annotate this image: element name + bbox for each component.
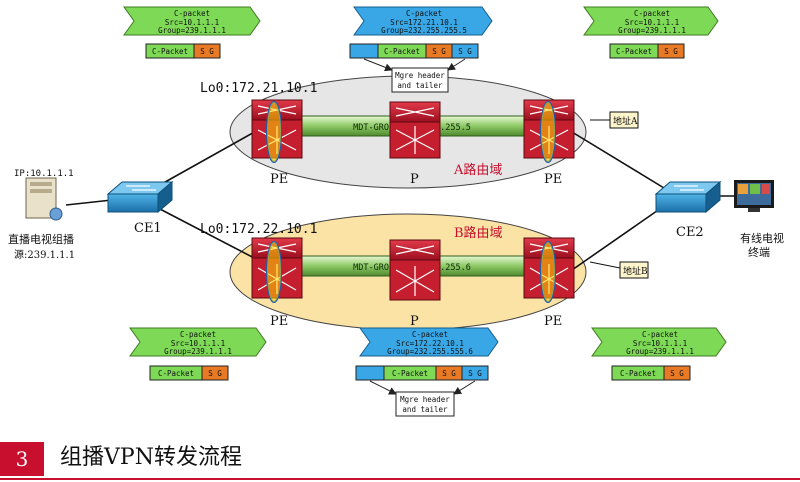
packet-bottom-left-label: C-Packet — [158, 369, 194, 378]
flag-bottom-right-l3: Group=239.1.1.1 — [626, 347, 694, 356]
mgre-top-l2: and tailer — [397, 81, 443, 90]
caption-rule — [0, 478, 800, 480]
router-pe-b-right — [523, 237, 575, 303]
flag-bottom-right-l1: C-packet — [642, 330, 678, 339]
packet-bottom-center: C-Packet S G S G — [355, 365, 489, 381]
addr-a-label: 地址A — [613, 115, 638, 127]
flag-top-left-l1: C-packet — [174, 9, 210, 18]
ce2-label: CE2 — [676, 225, 704, 240]
packet-top-center-sg2: S G — [458, 47, 472, 56]
packet-bottom-right-sg: S G — [670, 369, 684, 378]
flag-top-center-l2: Src=172.21.10.1 — [390, 18, 458, 27]
flag-bottom-left-l3: Group=239.1.1.1 — [164, 347, 232, 356]
packet-top-center-label: C-Packet — [384, 47, 420, 56]
flag-bottom-left-l1: C-packet — [180, 330, 216, 339]
source-ip: IP:10.1.1.1 — [14, 169, 74, 179]
packet-top-left-label: C-Packet — [152, 47, 188, 56]
flag-bottom-left-l2: Src=10.1.1.1 — [171, 339, 225, 348]
packet-bottom-left: C-Packet S G — [149, 365, 229, 381]
packet-bottom-center-sg2: S G — [468, 369, 482, 378]
packet-bottom-left-sg: S G — [208, 369, 222, 378]
flag-top-left: C-packet Src=10.1.1.1 Group=239.1.1.1 — [123, 6, 261, 36]
flag-top-right-l1: C-packet — [634, 9, 670, 18]
router-p-a — [389, 101, 441, 159]
caption-number: 3 — [0, 442, 44, 476]
mgre-note-bottom: Mgre header and tailer — [369, 380, 476, 417]
flag-top-right-l3: Group=239.1.1.1 — [618, 26, 686, 35]
pe-a-left-label: PE — [270, 172, 288, 187]
mgre-top-l1: Mgre header — [395, 71, 445, 80]
flag-top-left-l2: Src=10.1.1.1 — [165, 18, 219, 27]
tv-icon — [734, 180, 774, 212]
receiver-line1: 有线电视 — [740, 231, 784, 245]
flag-bottom-left: C-packet Src=10.1.1.1 Group=239.1.1.1 — [129, 327, 267, 357]
domain-a-label: A路由域 — [453, 162, 502, 178]
mgre-bottom-l1: Mgre header — [400, 395, 450, 404]
packet-bottom-right: C-Packet S G — [611, 365, 691, 381]
switch-ce1 — [106, 180, 174, 214]
packet-top-center: C-Packet S G S G — [349, 43, 479, 59]
packet-top-right-sg: S G — [664, 47, 678, 56]
packet-top-left: C-Packet S G — [145, 43, 221, 59]
flag-bottom-center-l1: C-packet — [412, 330, 448, 339]
flag-bottom-center-l3: Group=232.255.555.6 — [387, 347, 473, 356]
router-pe-a-left — [251, 99, 303, 163]
switch-ce2 — [654, 180, 722, 214]
router-p-b — [389, 239, 441, 301]
pe-b-left-label: PE — [270, 314, 288, 329]
p-b-label: P — [410, 314, 419, 329]
flag-top-right-l2: Src=10.1.1.1 — [625, 18, 679, 27]
mgre-bottom-l2: and tailer — [402, 405, 448, 414]
figure-caption: 3 组播VPN转发流程 — [0, 436, 800, 482]
flag-top-center: C-packet Src=172.21.10.1 Group=232.255.2… — [353, 6, 493, 36]
mgre-note-top: Mgre header and tailer — [363, 58, 466, 93]
caption-text: 组播VPN转发流程 — [60, 445, 242, 470]
pe-a-right-label: PE — [544, 172, 562, 187]
packet-bottom-center-label: C-Packet — [392, 369, 428, 378]
source-label-line1: 直播电视组播 — [8, 232, 74, 246]
packet-top-center-sg1: S G — [432, 47, 446, 56]
addr-a-callout: 地址A — [590, 111, 639, 129]
flag-bottom-center-l2: Src=172.22.10.1 — [396, 339, 464, 348]
source-label-line2: 源:239.1.1.1 — [14, 248, 75, 261]
addr-b-callout: 地址B — [589, 261, 649, 279]
packet-top-left-sg: S G — [200, 47, 214, 56]
packet-bottom-right-label: C-Packet — [620, 369, 656, 378]
pe-b-right-label: PE — [544, 314, 562, 329]
ce1-label: CE1 — [134, 221, 162, 236]
flag-top-right: C-packet Src=10.1.1.1 Group=239.1.1.1 — [583, 6, 719, 36]
server-icon — [25, 177, 63, 221]
router-pe-b-left — [251, 237, 303, 303]
lo0-b-label: Lo0:172.22.10.1 — [200, 222, 317, 237]
lo0-a-label: Lo0:172.21.10.1 — [200, 81, 317, 96]
flag-top-center-l1: C-packet — [406, 9, 442, 18]
flag-bottom-center: C-packet Src=172.22.10.1 Group=232.255.5… — [359, 327, 499, 357]
packet-top-right: C-Packet S G — [609, 43, 685, 59]
flag-top-center-l3: Group=232.255.255.5 — [381, 26, 467, 35]
addr-b-label: 地址B — [623, 265, 648, 277]
flag-bottom-right-l2: Src=10.1.1.1 — [633, 339, 687, 348]
packet-top-right-label: C-Packet — [616, 47, 652, 56]
flag-bottom-right: C-packet Src=10.1.1.1 Group=239.1.1.1 — [591, 327, 727, 357]
flag-top-left-l3: Group=239.1.1.1 — [158, 26, 226, 35]
domain-b-label: B路由域 — [454, 225, 503, 241]
packet-bottom-center-sg1: S G — [442, 369, 456, 378]
router-pe-a-right — [523, 99, 575, 163]
p-a-label: P — [410, 172, 419, 187]
receiver-line2: 终端 — [748, 245, 770, 259]
